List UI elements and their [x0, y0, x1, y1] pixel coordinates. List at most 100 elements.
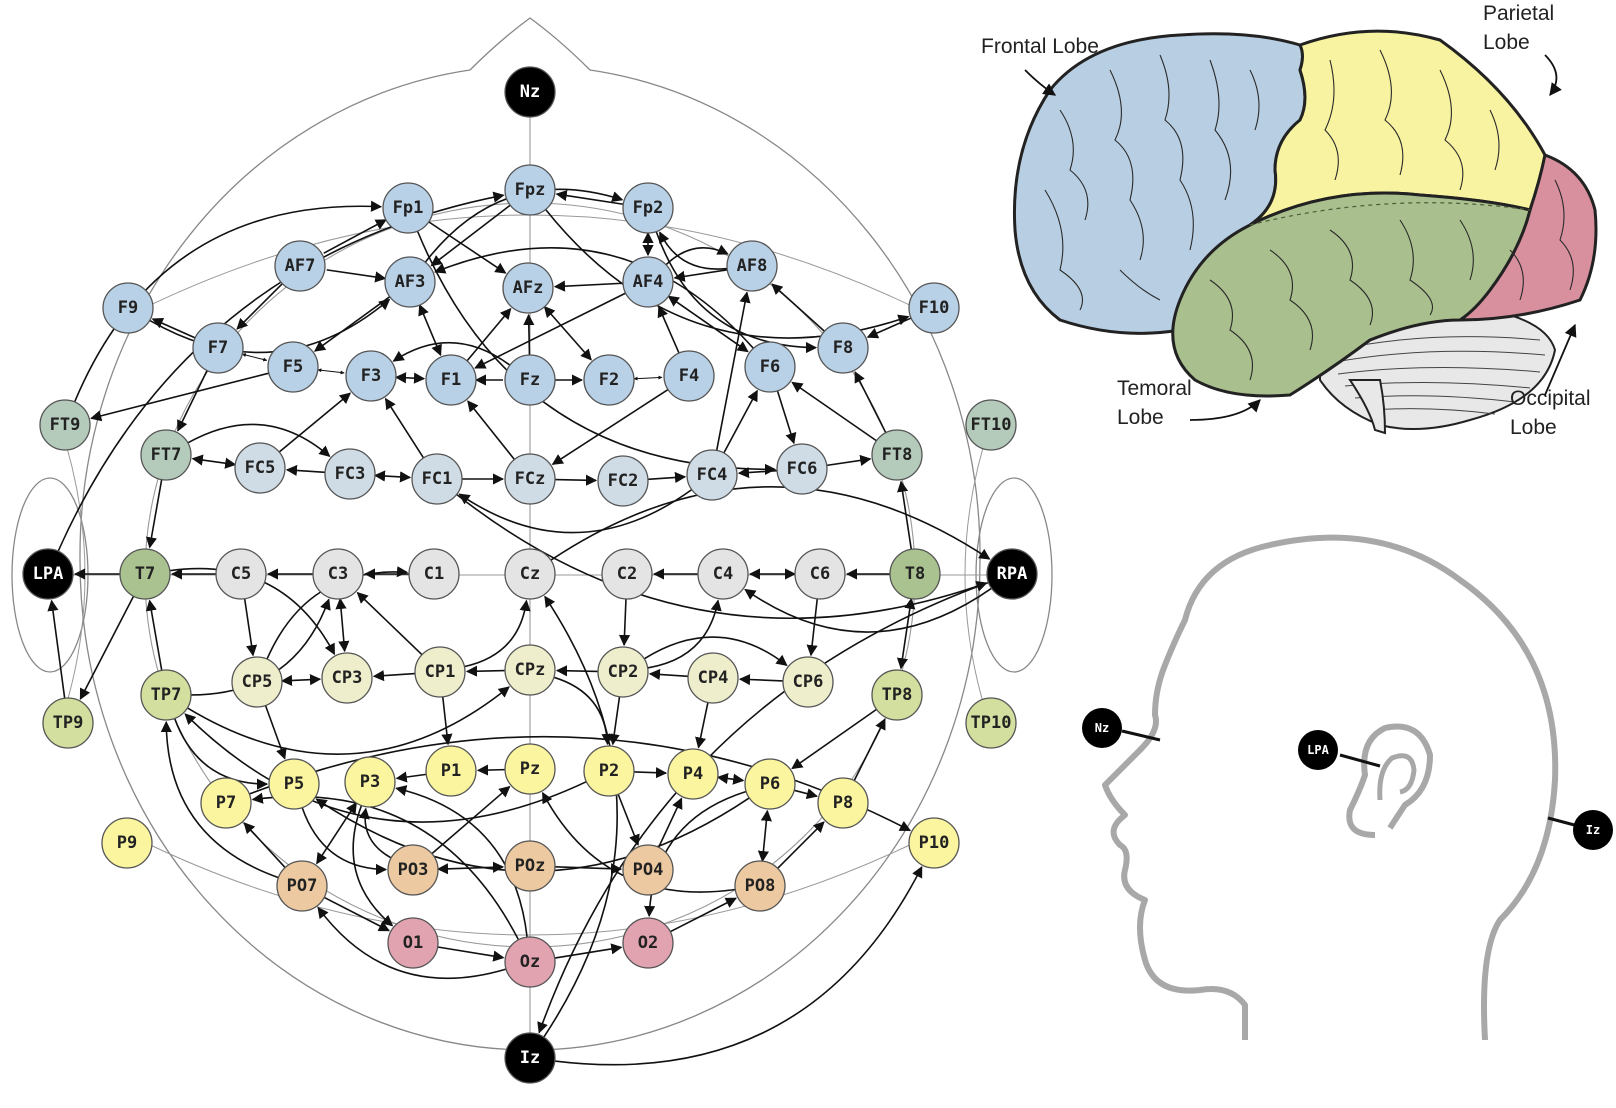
connection-f9-af3	[149, 298, 391, 354]
electrode-label: F1	[441, 370, 461, 390]
connection-cpz-p2	[553, 676, 613, 746]
electrode-label: FCz	[515, 469, 546, 489]
electrode-label: P10	[919, 833, 950, 853]
electrode-label: Oz	[520, 952, 540, 972]
electrode-marker	[200, 777, 252, 829]
connection-c5-cp5	[243, 598, 258, 657]
connection-cp5-cp3	[280, 674, 322, 687]
electrode-label: F9	[118, 298, 138, 318]
connection-cp1-cz	[464, 599, 531, 668]
electrode-marker	[101, 817, 153, 869]
connection-cp2-cpz	[555, 665, 599, 677]
electrode-label: C5	[231, 564, 251, 584]
connection-ft9-fp1	[73, 200, 383, 403]
frontal-lobe-label: Frontal Lobe	[981, 35, 1099, 58]
connection-fp2-f8	[655, 231, 818, 354]
electrode-fc1: FC1	[411, 453, 463, 505]
electrode-label: LPA	[33, 564, 64, 584]
electrode-f4: F4	[663, 350, 715, 402]
electrode-marker	[312, 548, 364, 600]
electrode-ft7: FT7	[140, 429, 192, 481]
occipital-lobe-arrow	[1544, 323, 1577, 396]
electrode-fz: Fz	[504, 354, 556, 406]
connection-fc5-f3	[278, 392, 352, 453]
connection-cp2-c4	[647, 599, 722, 669]
parietal-lobe-label-line1: Parietal	[1483, 2, 1554, 25]
electrode-afz: AFz	[502, 262, 554, 314]
connection-o1-oz	[437, 946, 505, 962]
electrode-marker	[965, 399, 1017, 451]
electrode-c3: C3	[312, 548, 364, 600]
connection-iz-cz	[543, 595, 618, 1038]
electrode-label: Fp1	[393, 198, 424, 218]
connection-fc1-rpa	[456, 493, 988, 620]
electrode-marker	[597, 646, 649, 698]
connection-iz-p10	[554, 866, 923, 1066]
connection-af4-af8	[665, 244, 729, 266]
electrode-fc3: FC3	[324, 448, 376, 500]
connection-cp1-c3	[356, 591, 423, 656]
electrode-label: T8	[905, 564, 925, 584]
electrode-marker	[622, 844, 674, 896]
connection-p5-po3	[301, 807, 388, 876]
electrode-label: Cz	[520, 564, 540, 584]
electrode-label: TP8	[882, 685, 913, 705]
electrode-af7: AF7	[274, 240, 326, 292]
electrode-label: RPA	[997, 564, 1028, 584]
electrode-marker	[687, 652, 739, 704]
electrode-marker	[387, 917, 439, 969]
connection-af8-fp2	[659, 231, 728, 270]
connection-po3-p3	[358, 807, 392, 859]
electrode-marker	[889, 548, 941, 600]
connection-p2-p4	[633, 767, 668, 779]
electrode-marker	[697, 548, 749, 600]
electrode-oz: Oz	[504, 936, 556, 988]
electrode-marker	[871, 429, 923, 481]
electrode-label: CP1	[425, 662, 456, 682]
electrode-ft8: FT8	[871, 429, 923, 481]
electrode-marker	[504, 66, 556, 118]
connection-po8-pz	[541, 791, 736, 893]
electrode-label: C4	[713, 564, 733, 584]
connection-p2-po4	[617, 793, 640, 846]
electrode-marker	[345, 350, 397, 402]
connection-p2-tp7	[184, 713, 587, 823]
electrode-pz: Pz	[504, 743, 556, 795]
electrode-label: Fpz	[515, 180, 546, 200]
electrode-marker	[408, 548, 460, 600]
electrode-p8: P8	[817, 777, 869, 829]
connection-f7-ft7	[177, 370, 208, 432]
connection-oz-o2	[554, 943, 623, 959]
electrode-label: Iz	[520, 1048, 540, 1068]
electrode-p10: P10	[908, 817, 960, 869]
electrode-fc5: FC5	[234, 442, 286, 494]
electrode-marker	[622, 182, 674, 234]
connection-fz-afz	[523, 313, 535, 356]
electrode-label: AFz	[513, 278, 544, 298]
electrode-t8: T8	[889, 548, 941, 600]
electrode-label: P9	[117, 833, 137, 853]
electrode-marker	[504, 644, 556, 696]
electrode-marker	[965, 697, 1017, 749]
electrode-label: CP3	[332, 668, 363, 688]
electrode-p9: P9	[101, 817, 153, 869]
connection-f7-f5	[241, 353, 268, 362]
connection-po3-pz	[431, 785, 511, 855]
connection-fc5-ft7	[191, 454, 237, 469]
electrode-label: CP4	[698, 668, 729, 688]
electrode-af3: AF3	[384, 256, 436, 308]
connection-fc4-af8	[715, 291, 751, 451]
electrode-p2: P2	[583, 745, 635, 797]
electrode-label: F10	[919, 298, 950, 318]
electrode-label: TP9	[53, 713, 84, 733]
parietal-lobe-label-line2: Lobe	[1483, 31, 1530, 54]
connection-p8-tp8	[853, 718, 886, 781]
electrode-marker	[504, 1032, 556, 1084]
electrode-p7: P7	[200, 777, 252, 829]
electrode-marker	[622, 256, 674, 308]
electrode-marker	[817, 322, 869, 374]
electrode-label: T7	[135, 564, 155, 584]
connection-af8-af4	[673, 269, 728, 282]
electrode-label: P5	[284, 774, 304, 794]
